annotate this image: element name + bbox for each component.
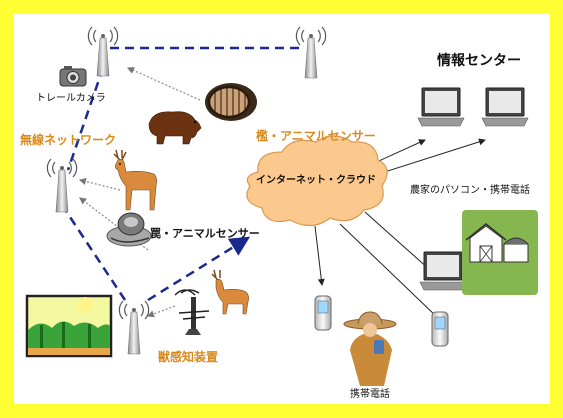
bear-icon <box>148 111 202 145</box>
deer-icon <box>113 149 157 211</box>
arrow-cloud-to-farmer-pc <box>364 211 431 271</box>
forest-landscape-image <box>25 294 113 358</box>
trap-sensor-label: 罠・アニマルセンサー <box>150 227 260 240</box>
snare-trap-icon <box>106 212 152 247</box>
cage-trap-icon <box>205 83 257 121</box>
arrow-cage-to-tower <box>126 67 201 101</box>
arrow-cloud-to-pc2 <box>374 138 486 176</box>
cloud-icon <box>246 135 388 227</box>
trail-camera-label: トレールカメラ <box>36 93 106 104</box>
info-center-label: 情報センター <box>437 53 521 69</box>
mobile-phone-icon <box>431 311 449 347</box>
arrow-deer-to-tower <box>78 177 121 191</box>
link-left-upper <box>66 67 105 171</box>
wireless-network-label: 無線ネットワーク <box>20 133 117 147</box>
arrow-cloud-to-phone-left <box>314 225 325 286</box>
network-links <box>60 46 300 302</box>
mobile-phone-label: 携帯電話 <box>350 389 390 400</box>
farmer-icon <box>343 311 397 386</box>
laptop-icon <box>481 87 529 127</box>
beast-detector-label: 獣感知装置 <box>158 350 219 364</box>
arrow-detector-to-tower <box>146 305 176 318</box>
link-to-cloud <box>147 236 251 302</box>
deer-icon <box>211 269 249 315</box>
link-left-lower <box>60 204 127 301</box>
arrow-cloud-to-phone-right <box>339 223 439 319</box>
cage-sensor-label: 檻・アニマルセンサー <box>256 129 376 143</box>
mobile-phone-icon <box>314 295 332 331</box>
detector-device-icon <box>174 289 210 335</box>
farm-barn-icon <box>462 210 538 295</box>
camera-icon <box>59 66 87 87</box>
laptop-icon <box>417 87 465 127</box>
farmer-pc-label: 農家のパソコン・携帯電話 <box>410 185 530 196</box>
laptop-icon <box>419 251 467 291</box>
cloud-label: インターネット・クラウド <box>256 175 376 186</box>
antenna-tower-icon <box>295 26 327 79</box>
